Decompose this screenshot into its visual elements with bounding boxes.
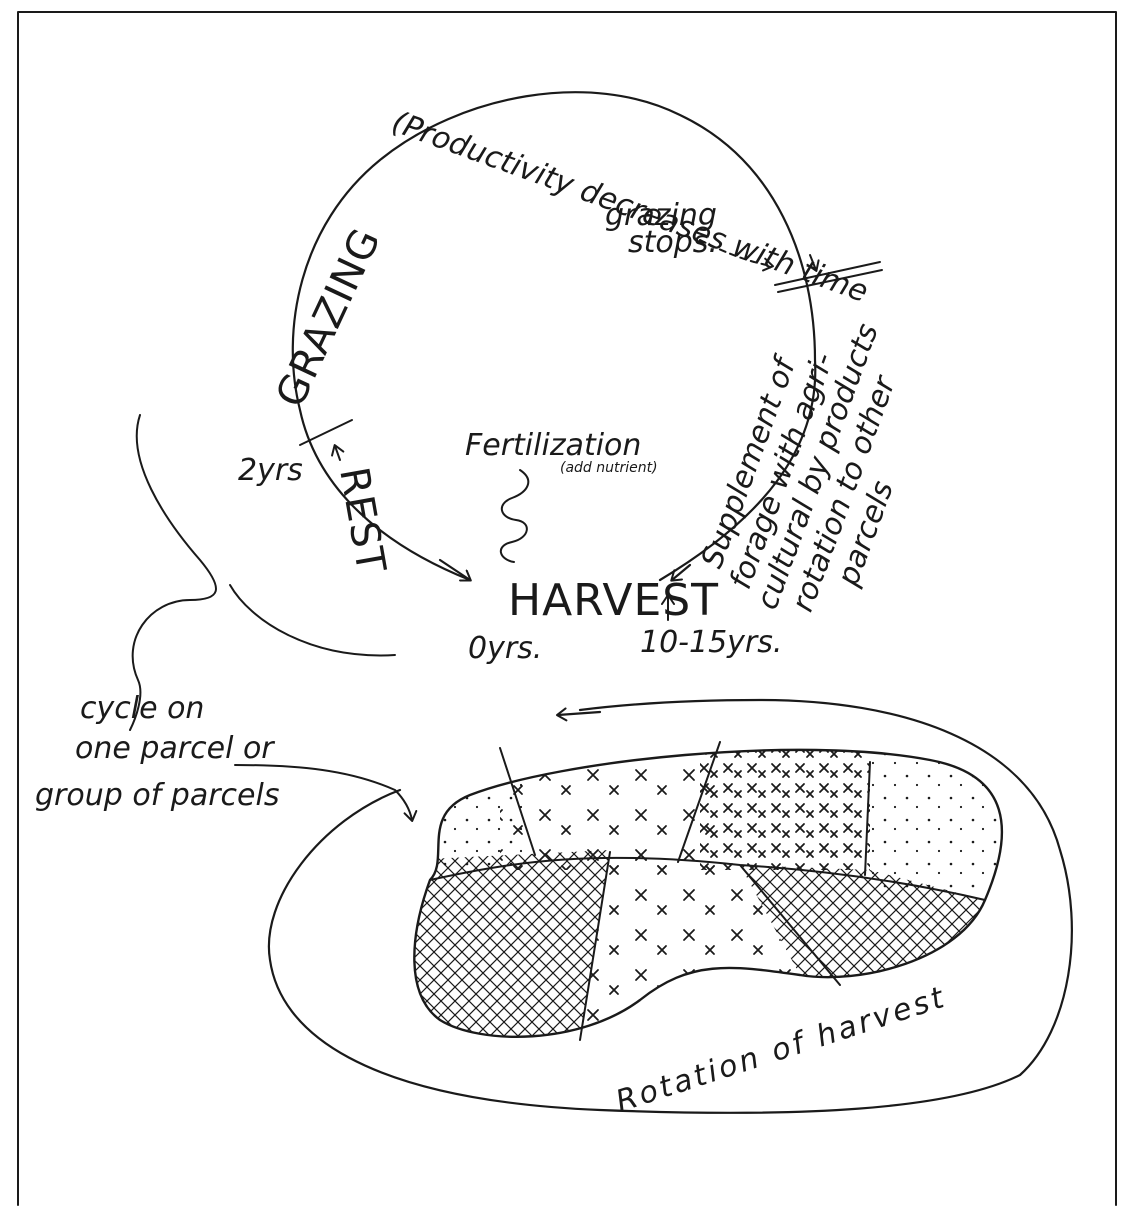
parcel-x-dense [700,740,870,870]
rest-label: REST [330,464,394,577]
two-years-label: 2yrs [238,453,303,488]
cycle-labels: GRAZING (Productivity decreases with tim… [238,105,950,666]
arrow-up-2yrs [335,446,340,460]
ten-fifteen-years-label: 10-15yrs. [640,625,782,660]
supplement-note: Supplement of forage with agri- cultural… [688,297,950,638]
callout-line-3: group of parcels [35,778,279,813]
rotation-label: Rotation of harvest [612,980,951,1120]
fertilization-label: Fertilization [465,428,641,463]
grazing-label: GRAZING [267,221,390,414]
add-nutrient-label: (add nutrient) [560,460,658,476]
harvest-label: HARVEST [508,575,719,626]
parcel-callout: cycle on one parcel or group of parcels [35,691,412,820]
zero-years-label: 0yrs. [468,631,542,666]
callout-line-2: one parcel or [75,731,275,766]
grazing-stops-line2: stops. [628,225,718,260]
rotation-arrow-head [558,712,600,715]
parcel-field [269,700,1072,1113]
callout-line-1: cycle on [80,691,204,726]
tick-two-years [300,420,352,445]
fertilization-squiggle [501,470,528,562]
